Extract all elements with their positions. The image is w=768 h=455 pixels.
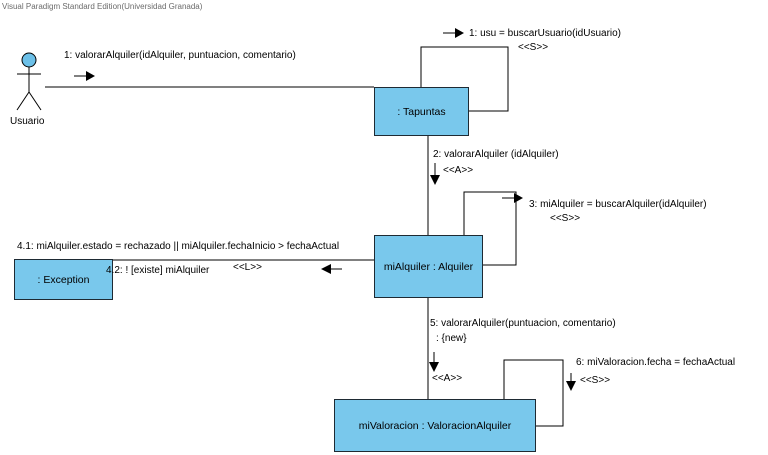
message-6-stereotype: <<S>> [580, 375, 611, 386]
message-4-stereotype: <<L>> [233, 262, 262, 273]
msg1-1-arrow-head [455, 28, 464, 38]
object-valoracion[interactable]: miValoracion : ValoracionAlquiler [334, 399, 536, 452]
object-valoracion-label: miValoracion : ValoracionAlquiler [358, 419, 512, 432]
message-1-1: 1: usu = buscarUsuario(idUsuario) [469, 28, 622, 39]
message-4-2: 4.2: ! [existe] miAlquiler [106, 265, 210, 276]
message-2-stereotype: <<A>> [443, 165, 474, 176]
actor-leg-right [28, 91, 42, 111]
object-alquiler[interactable]: miAlquiler : Alquiler [374, 235, 483, 298]
message-1-1-stereotype: <<S>> [518, 42, 549, 53]
msg3-arrow-head [514, 193, 523, 203]
message-5-constraint: : {new} [436, 333, 467, 344]
object-alquiler-label: miAlquiler : Alquiler [383, 260, 474, 273]
message-6: 6: miValoracion.fecha = fechaActual [576, 357, 736, 368]
message-3-stereotype: <<S>> [550, 213, 581, 224]
actor-name: Usuario [10, 116, 45, 127]
object-exception[interactable]: : Exception [14, 259, 113, 300]
actor-head [21, 52, 37, 68]
edition-watermark: Visual Paradigm Standard Edition(Univers… [2, 2, 203, 11]
self-loop-tapuntas [420, 46, 509, 112]
msg4-arrow-head [321, 264, 331, 274]
actor-leg-left [16, 91, 30, 111]
msg1-arrow-head [86, 71, 95, 81]
message-3: 3: miAlquiler = buscarAlquiler(idAlquile… [529, 199, 707, 210]
message-5-stereotype: <<A>> [432, 373, 463, 384]
message-4-1: 4.1: miAlquiler.estado = rechazado || mi… [17, 241, 340, 252]
msg6-arrow-head [566, 381, 576, 391]
self-loop-valoracion [503, 359, 564, 427]
msg2-arrow-head [430, 175, 440, 185]
message-1: 1: valorarAlquiler(idAlquiler, puntuacio… [64, 50, 296, 61]
self-loop-alquiler [463, 191, 517, 266]
object-exception-label: : Exception [37, 273, 90, 286]
msg5-arrow-head [429, 362, 439, 372]
object-tapuntas[interactable]: : Tapuntas [374, 87, 469, 136]
message-5: 5: valorarAlquiler(puntuacion, comentari… [430, 318, 616, 329]
object-tapuntas-label: : Tapuntas [397, 105, 446, 118]
message-2: 2: valorarAlquiler (idAlquiler) [433, 149, 559, 160]
